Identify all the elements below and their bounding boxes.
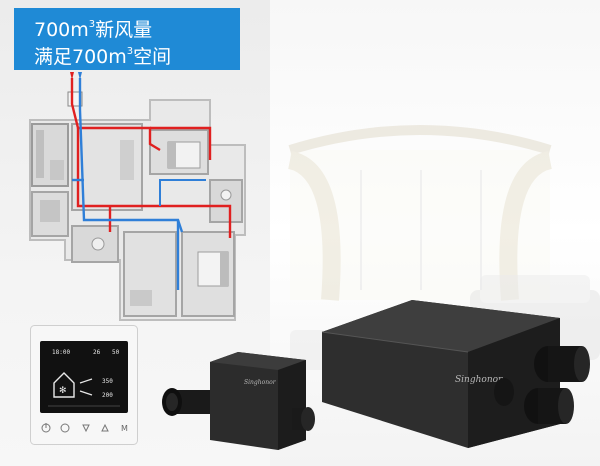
large-unit-brand: Singhonor bbox=[455, 375, 503, 385]
small-unit-brand: Singhonor bbox=[244, 379, 277, 386]
display-indoor-value: 26 bbox=[93, 349, 101, 356]
display-humidity: 50 bbox=[112, 349, 120, 356]
display-airflow-high: 350 bbox=[102, 378, 113, 385]
up-button-icon[interactable] bbox=[101, 423, 109, 432]
mode-button[interactable]: M bbox=[121, 424, 128, 433]
wall-controller: 18:00 26 50 ✻ 350 200 M bbox=[30, 325, 138, 445]
header-banner: 700m3新风量 满足700m3空间 bbox=[14, 8, 240, 70]
controller-buttons: M bbox=[41, 423, 128, 433]
floor-plan bbox=[29, 72, 246, 321]
bathroom bbox=[209, 179, 243, 223]
home-snowflake-icon: ✻ bbox=[53, 372, 75, 398]
down-button-icon[interactable] bbox=[82, 424, 90, 433]
display-time: 18:00 bbox=[52, 349, 70, 356]
fan-button-icon[interactable] bbox=[60, 423, 70, 433]
airflow-arrows-icon bbox=[79, 378, 93, 396]
display-airflow-low: 200 bbox=[102, 392, 113, 399]
svg-text:✻: ✻ bbox=[59, 386, 67, 396]
small-ventilation-unit: Singhonor bbox=[162, 352, 315, 450]
large-ventilation-unit: Singhonor bbox=[321, 300, 590, 448]
header-line-space: 满足700m3空间 bbox=[34, 46, 172, 68]
header-line-airflow: 700m3新风量 bbox=[34, 19, 153, 41]
controller-display bbox=[40, 341, 128, 413]
living-room-window bbox=[287, 125, 553, 301]
